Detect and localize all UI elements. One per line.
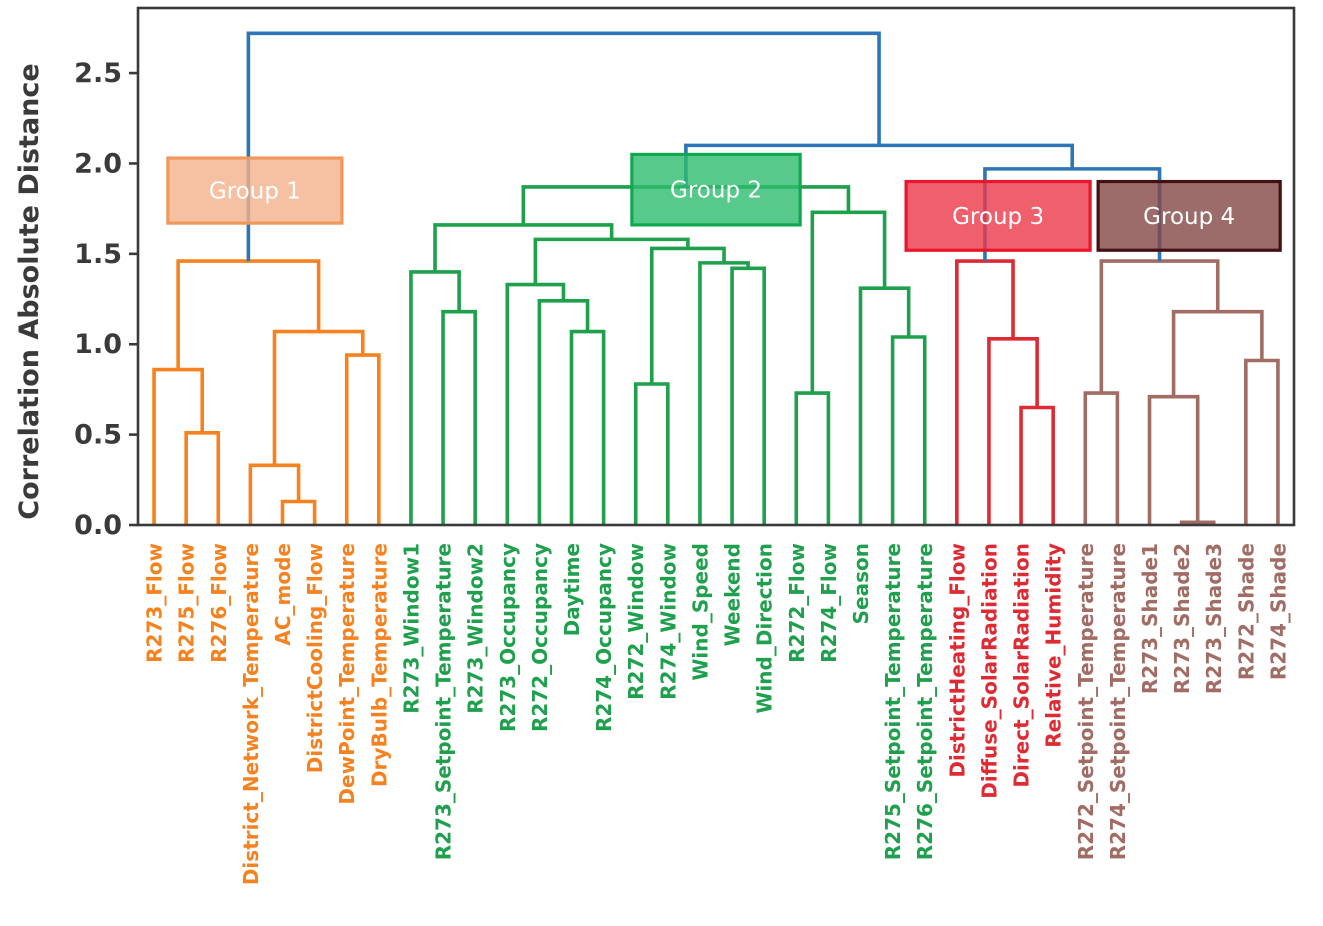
leaf-label: R272_Occupancy [528,543,552,732]
plot-border [136,6,1296,527]
dendrogram-link [272,329,365,466]
leaf-label: R276_Setpoint_Temperature [913,543,937,860]
dendrogram-link [246,31,881,262]
leaf-label: R273_Shade3 [1202,543,1226,694]
leaf-label: R273_Flow [143,543,167,663]
y-axis-label: Correlation Absolute Distance [14,63,45,519]
y-tick-label: 0.0 [74,510,122,541]
dendrogram-link [987,337,1039,525]
dendrogram-link [730,266,766,525]
y-tick-label: 2.0 [74,148,122,179]
dendrogram-link [1171,309,1264,397]
dendrogram-link [649,246,726,384]
leaf-label: R274_Occupancy [592,543,616,732]
dendrogram-link [184,431,221,525]
dendrogram-link [1099,259,1220,394]
leaf-label: R274_Setpoint_Temperature [1106,543,1130,860]
leaf-label: R273_Shade1 [1138,543,1162,694]
leaf-label: R275_Setpoint_Temperature [881,543,905,860]
leaf-label: R272_Flow [785,543,809,663]
dendrogram-link [955,259,1015,525]
dendrogram-link [248,463,301,525]
leaf-label: Diffuse_SolarRadiation [977,543,1001,799]
leaf-label: DryBulb_Temperature [367,543,391,787]
dendrogram-link [698,261,750,525]
dendrogram-link [890,335,927,525]
group-box-1 [166,156,344,225]
dendrogram-link [280,499,317,525]
leaf-label: Relative_Humidity [1042,543,1066,748]
dendrogram-link [1019,405,1055,525]
dendrogram-link [537,299,590,525]
leaf-label: R273_Shade2 [1170,543,1194,694]
dendrogram-link [794,391,831,525]
dendrogram-link [858,286,911,525]
leaf-label: R275_Flow [175,543,199,663]
leaf-label: AC_mode [271,543,295,646]
dendrogram-link [409,270,461,525]
leaf-label: DistrictCooling_Flow [303,543,327,773]
leaf-label: Weekend [721,543,745,646]
group-box-label-3: Group 3 [952,204,1044,230]
dendrogram-link [1147,394,1200,525]
y-tick-label: 1.0 [74,329,122,360]
dendrogram-link [152,367,205,525]
dendrogram-link [441,309,477,525]
dendrogram-link [810,210,887,394]
group-box-2 [630,152,802,227]
group-box-3 [904,179,1092,252]
dendrogram-link [1083,391,1120,525]
leaf-label: R273_Window2 [464,543,488,714]
dendrogram-link [633,382,670,525]
leaf-label: Wind_Direction [753,543,777,714]
leaf-label: R274_Shade [1266,543,1290,680]
leaf-label: Wind_Speed [688,543,712,681]
leaf-label: R273_Window1 [399,543,423,714]
dendrogram-link [433,223,614,272]
leaf-label: DewPoint_Temperature [335,543,359,805]
leaf-label: Season [849,543,873,624]
y-tick-label: 2.5 [74,58,122,89]
leaf-label: Daytime [560,543,584,636]
leaf-label: R272_Shade [1234,543,1258,680]
leaf-label: R274_Window [656,543,680,700]
group-box-4 [1096,179,1282,252]
group-box-label-4: Group 4 [1143,204,1235,230]
dendrogram-link [569,329,606,525]
leaf-label: District_Network_Temperature [239,543,263,885]
dendrogram-link [1244,358,1280,525]
dendrogram-link [344,353,381,525]
y-tick-label: 1.5 [74,239,122,270]
leaf-label: R272_Window [624,543,648,700]
leaf-label: R273_Occupancy [496,543,520,732]
group-box-label-2: Group 2 [670,178,762,204]
leaf-label: R272_Setpoint_Temperature [1074,543,1098,860]
leaf-label: R273_Setpoint_Temperature [432,543,456,860]
dendrogram-link [176,259,321,370]
group-box-label-1: Group 1 [209,179,301,205]
y-tick-label: 0.5 [74,420,122,451]
leaf-label: Direct_SolarRadiation [1010,543,1034,788]
leaf-label: R274_Flow [817,543,841,663]
dendrogram-link [505,282,566,525]
leaf-label: DistrictHeating_Flow [945,543,969,778]
dendrogram-link [533,237,690,285]
leaf-label: R276_Flow [207,543,231,663]
